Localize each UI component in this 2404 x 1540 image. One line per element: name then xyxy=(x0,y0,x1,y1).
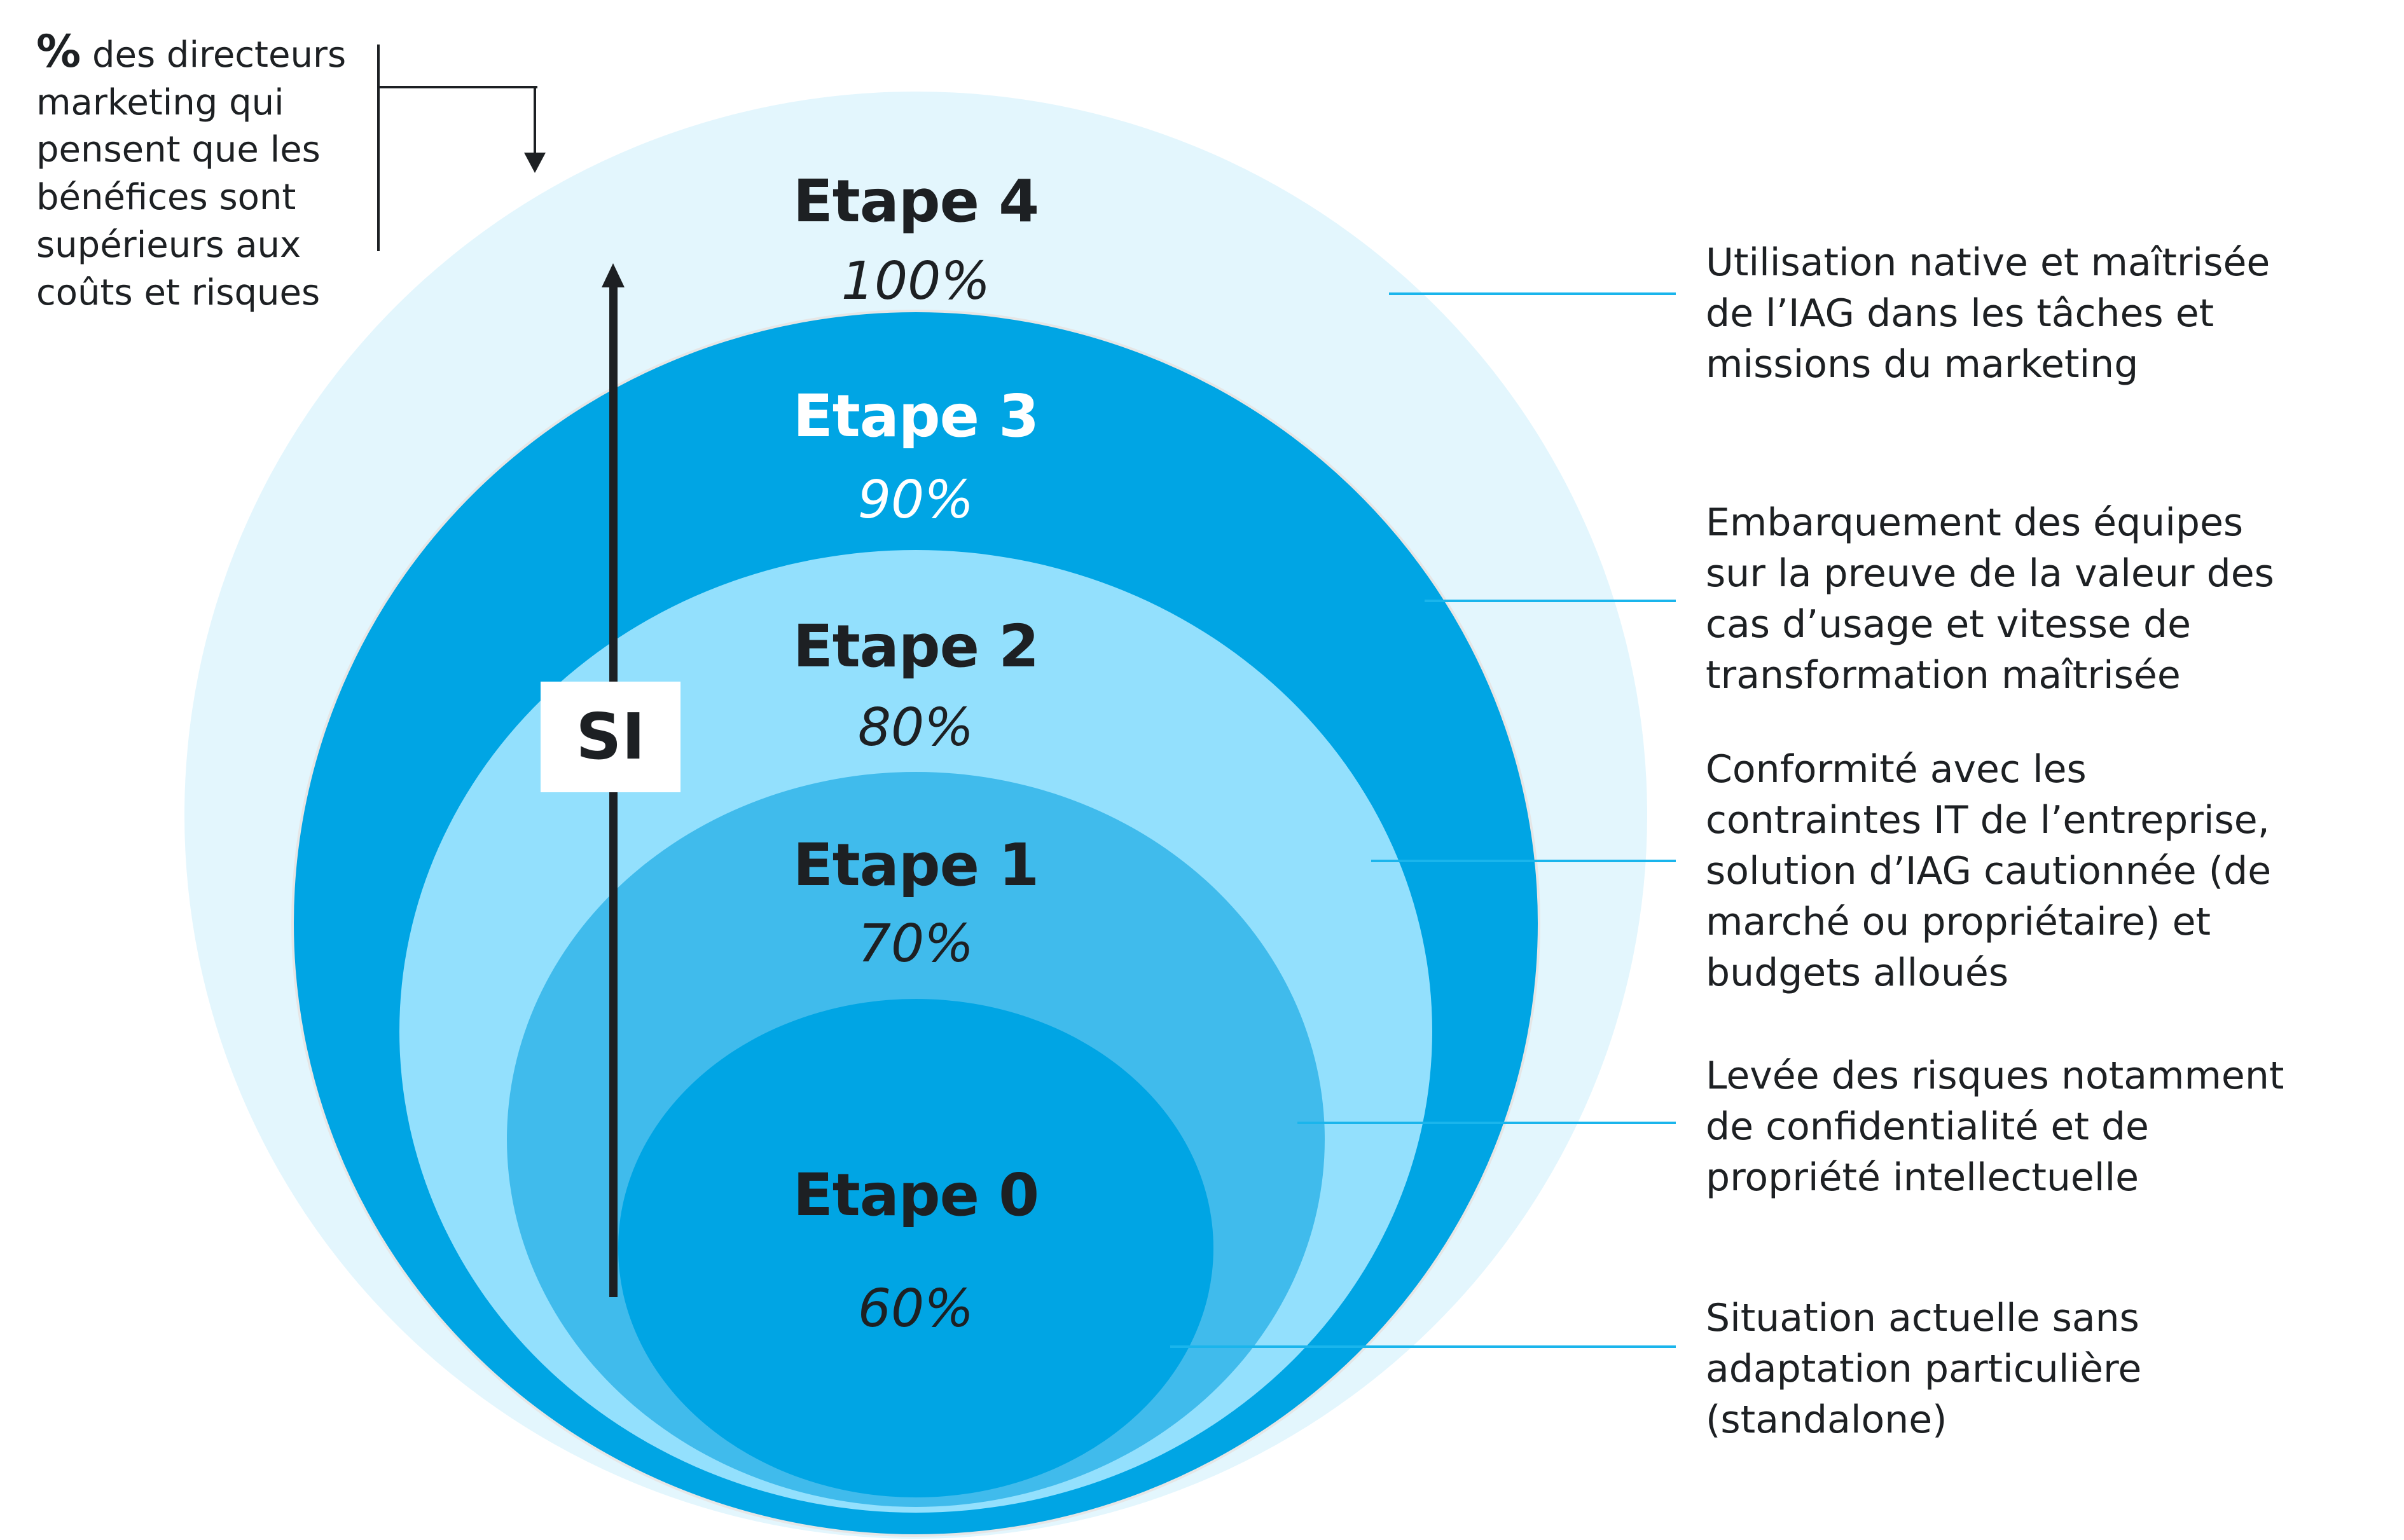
stage-description: Utilisation native et maîtrisée de l’IAG … xyxy=(1706,240,2270,387)
si-label-box xyxy=(541,682,680,792)
stage-description: Situation actuelle sans adaptation partic… xyxy=(1706,1296,2141,1442)
stage-labels: Etape 4 100% Etape 3 90% Etape 2 80% Etape 1 70… xyxy=(793,167,1039,1339)
si-axis: SI xyxy=(541,263,680,1297)
leader-lines xyxy=(1170,292,1676,1348)
description-line: Conformité avec les xyxy=(1706,747,2087,792)
stage-title: Etape 3 xyxy=(793,382,1039,450)
arrow-up-icon xyxy=(602,263,625,287)
legend-line-2: marketing qui xyxy=(36,82,284,123)
description-line: contraintes IT de l’entreprise, xyxy=(1706,798,2270,842)
description-line: transformation maîtrisée xyxy=(1706,653,2181,698)
si-label: SI xyxy=(576,699,645,774)
description-line: budgets alloués xyxy=(1706,951,2008,995)
description-line: missions du marketing xyxy=(1706,342,2138,387)
description-line: Utilisation native et maîtrisée xyxy=(1706,240,2270,285)
arrow-down-icon xyxy=(524,153,546,173)
legend: % des directeurs marketing qui pensent q… xyxy=(36,25,546,313)
description-line: Levée des risques notamment xyxy=(1706,1054,2284,1098)
description-line: Situation actuelle sans xyxy=(1706,1296,2139,1340)
stage-title: Etape 4 xyxy=(793,167,1039,235)
stage-percent: 80% xyxy=(858,698,974,758)
description-line: (standalone) xyxy=(1706,1398,1947,1442)
description-line: solution d’IAG cautionnée (de xyxy=(1706,849,2271,893)
stage-percent: 70% xyxy=(858,914,974,974)
legend-line-5: supérieurs aux xyxy=(36,224,301,266)
stage-title: Etape 0 xyxy=(793,1161,1039,1229)
description-line: sur la preuve de la valeur des xyxy=(1706,551,2274,596)
description-line: cas d’usage et vitesse de xyxy=(1706,602,2191,647)
stage-circle-etape-0 xyxy=(618,999,1213,1497)
legend-line-6: coûts et risques xyxy=(36,272,320,313)
legend-line-3: pensent que les xyxy=(36,129,321,170)
stage-title: Etape 2 xyxy=(793,612,1039,680)
stage-percent: 60% xyxy=(858,1279,974,1339)
legend-line-1: % des directeurs xyxy=(36,25,346,78)
stage-descriptions: Utilisation native et maîtrisée de l’IAG … xyxy=(1706,240,2284,1442)
stage-percent: 90% xyxy=(858,470,974,530)
description-line: de confidentialité et de xyxy=(1706,1104,2149,1149)
stage-description: Levée des risques notamment de confidenti… xyxy=(1706,1054,2284,1200)
description-line: marché ou propriétaire) et xyxy=(1706,900,2211,944)
legend-line-4: bénéfices sont xyxy=(36,177,296,218)
percent-symbol: % xyxy=(36,25,81,78)
description-line: propriété intellectuelle xyxy=(1706,1155,2139,1200)
stage-title: Etape 1 xyxy=(793,831,1039,899)
stage-description: Embarquement des équipes sur la preuve de… xyxy=(1706,500,2274,698)
description-line: adaptation particulière xyxy=(1706,1347,2141,1391)
description-line: de l’IAG dans les tâches et xyxy=(1706,291,2214,336)
stage-percent: 100% xyxy=(841,251,990,312)
stage-description: Conformité avec les contraintes IT de l’e… xyxy=(1706,747,2271,995)
description-line: Embarquement des équipes xyxy=(1706,500,2243,545)
